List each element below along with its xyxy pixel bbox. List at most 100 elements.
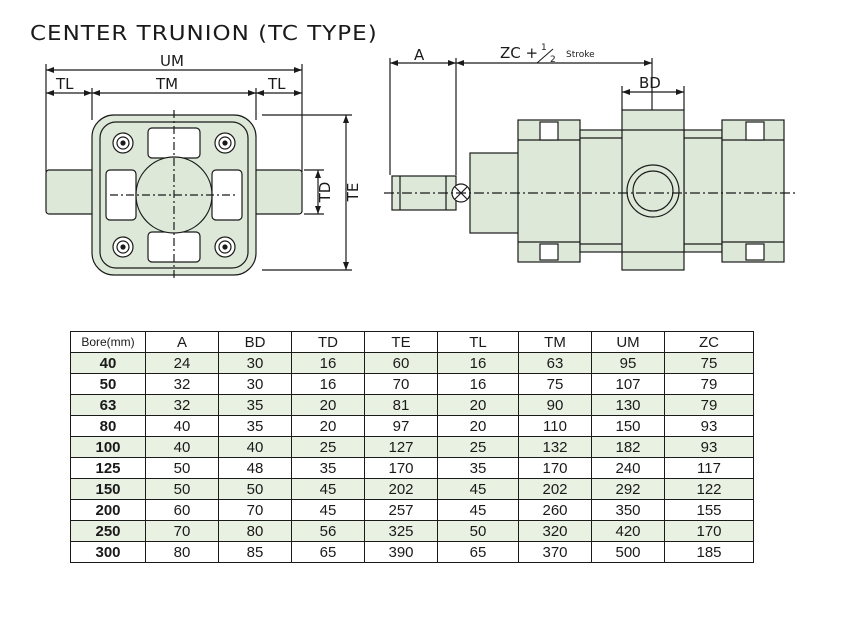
table-cell: 20 — [437, 394, 519, 416]
table-cell: 45 — [437, 499, 519, 521]
table-cell: 50 — [145, 478, 219, 500]
tl-left-label: TL — [55, 75, 74, 93]
table-cell: 79 — [664, 394, 754, 416]
tm-label: TM — [155, 75, 178, 93]
table-cell: 292 — [591, 478, 665, 500]
table-cell: 35 — [291, 457, 365, 479]
table-cell: 60 — [364, 352, 438, 374]
table-cell: 97 — [364, 415, 438, 437]
column-header: TD — [291, 331, 365, 353]
table-cell: 25 — [437, 436, 519, 458]
bd-label: BD — [639, 74, 661, 92]
table-cell: 24 — [145, 352, 219, 374]
table-cell: 80 — [218, 520, 292, 542]
table-cell: 45 — [291, 499, 365, 521]
table-cell: 56 — [291, 520, 365, 542]
table-cell: 130 — [591, 394, 665, 416]
table-cell: 70 — [218, 499, 292, 521]
table-cell: 170 — [664, 520, 754, 542]
table-cell: 16 — [437, 352, 519, 374]
tl-right-label: TL — [267, 75, 286, 93]
um-label: UM — [160, 52, 184, 70]
table-cell: 20 — [437, 415, 519, 437]
bore-cell: 250 — [70, 520, 146, 542]
table-cell: 16 — [291, 352, 365, 374]
table-cell: 81 — [364, 394, 438, 416]
table-cell: 85 — [218, 541, 292, 563]
bore-cell: 63 — [70, 394, 146, 416]
table-cell: 65 — [291, 541, 365, 563]
column-header: ZC — [664, 331, 754, 353]
column-header: BD — [218, 331, 292, 353]
rear-head — [721, 119, 785, 263]
bore-cell: 150 — [70, 478, 146, 500]
half-numerator: 1 — [541, 43, 547, 53]
a-label: A — [414, 46, 425, 64]
table-cell: 420 — [591, 520, 665, 542]
table-cell: 107 — [591, 373, 665, 395]
bore-cell: 80 — [70, 415, 146, 437]
table-cell: 45 — [437, 478, 519, 500]
table-cell: 79 — [664, 373, 754, 395]
table-cell: 20 — [291, 415, 365, 437]
column-header: UM — [591, 331, 665, 353]
stroke-label: Stroke — [566, 50, 595, 60]
table-cell: 500 — [591, 541, 665, 563]
table-cell: 50 — [218, 478, 292, 500]
table-cell: 60 — [145, 499, 219, 521]
table-cell: 70 — [364, 373, 438, 395]
table-cell: 390 — [364, 541, 438, 563]
table-cell: 240 — [591, 457, 665, 479]
table-cell: 95 — [591, 352, 665, 374]
table-cell: 132 — [518, 436, 592, 458]
table-cell: 122 — [664, 478, 754, 500]
table-cell: 325 — [364, 520, 438, 542]
table-cell: 170 — [518, 457, 592, 479]
column-header: TL — [437, 331, 519, 353]
table-cell: 40 — [145, 415, 219, 437]
table-cell: 63 — [518, 352, 592, 374]
table-cell: 32 — [145, 373, 219, 395]
table-cell: 65 — [437, 541, 519, 563]
table-cell: 93 — [664, 415, 754, 437]
table-cell: 75 — [664, 352, 754, 374]
table-cell: 257 — [364, 499, 438, 521]
table-cell: 70 — [145, 520, 219, 542]
bore-cell: 125 — [70, 457, 146, 479]
table-cell: 110 — [518, 415, 592, 437]
table-cell: 20 — [291, 394, 365, 416]
table-cell: 127 — [364, 436, 438, 458]
column-header: TM — [518, 331, 592, 353]
table-cell: 32 — [145, 394, 219, 416]
table-cell: 80 — [145, 541, 219, 563]
table-cell: 16 — [291, 373, 365, 395]
table-cell: 50 — [145, 457, 219, 479]
te-label: TE — [344, 183, 362, 203]
table-cell: 40 — [145, 436, 219, 458]
bore-cell: 40 — [70, 352, 146, 374]
table-cell: 75 — [518, 373, 592, 395]
table-cell: 93 — [664, 436, 754, 458]
table-cell: 50 — [437, 520, 519, 542]
table-cell: 350 — [591, 499, 665, 521]
table-cell: 182 — [591, 436, 665, 458]
table-cell: 35 — [437, 457, 519, 479]
table-cell: 155 — [664, 499, 754, 521]
table-cell: 260 — [518, 499, 592, 521]
bore-cell: 50 — [70, 373, 146, 395]
table-cell: 370 — [518, 541, 592, 563]
bore-cell: 300 — [70, 541, 146, 563]
column-header: TE — [364, 331, 438, 353]
table-cell: 185 — [664, 541, 754, 563]
td-label: TD — [316, 182, 334, 204]
table-cell: 30 — [218, 373, 292, 395]
